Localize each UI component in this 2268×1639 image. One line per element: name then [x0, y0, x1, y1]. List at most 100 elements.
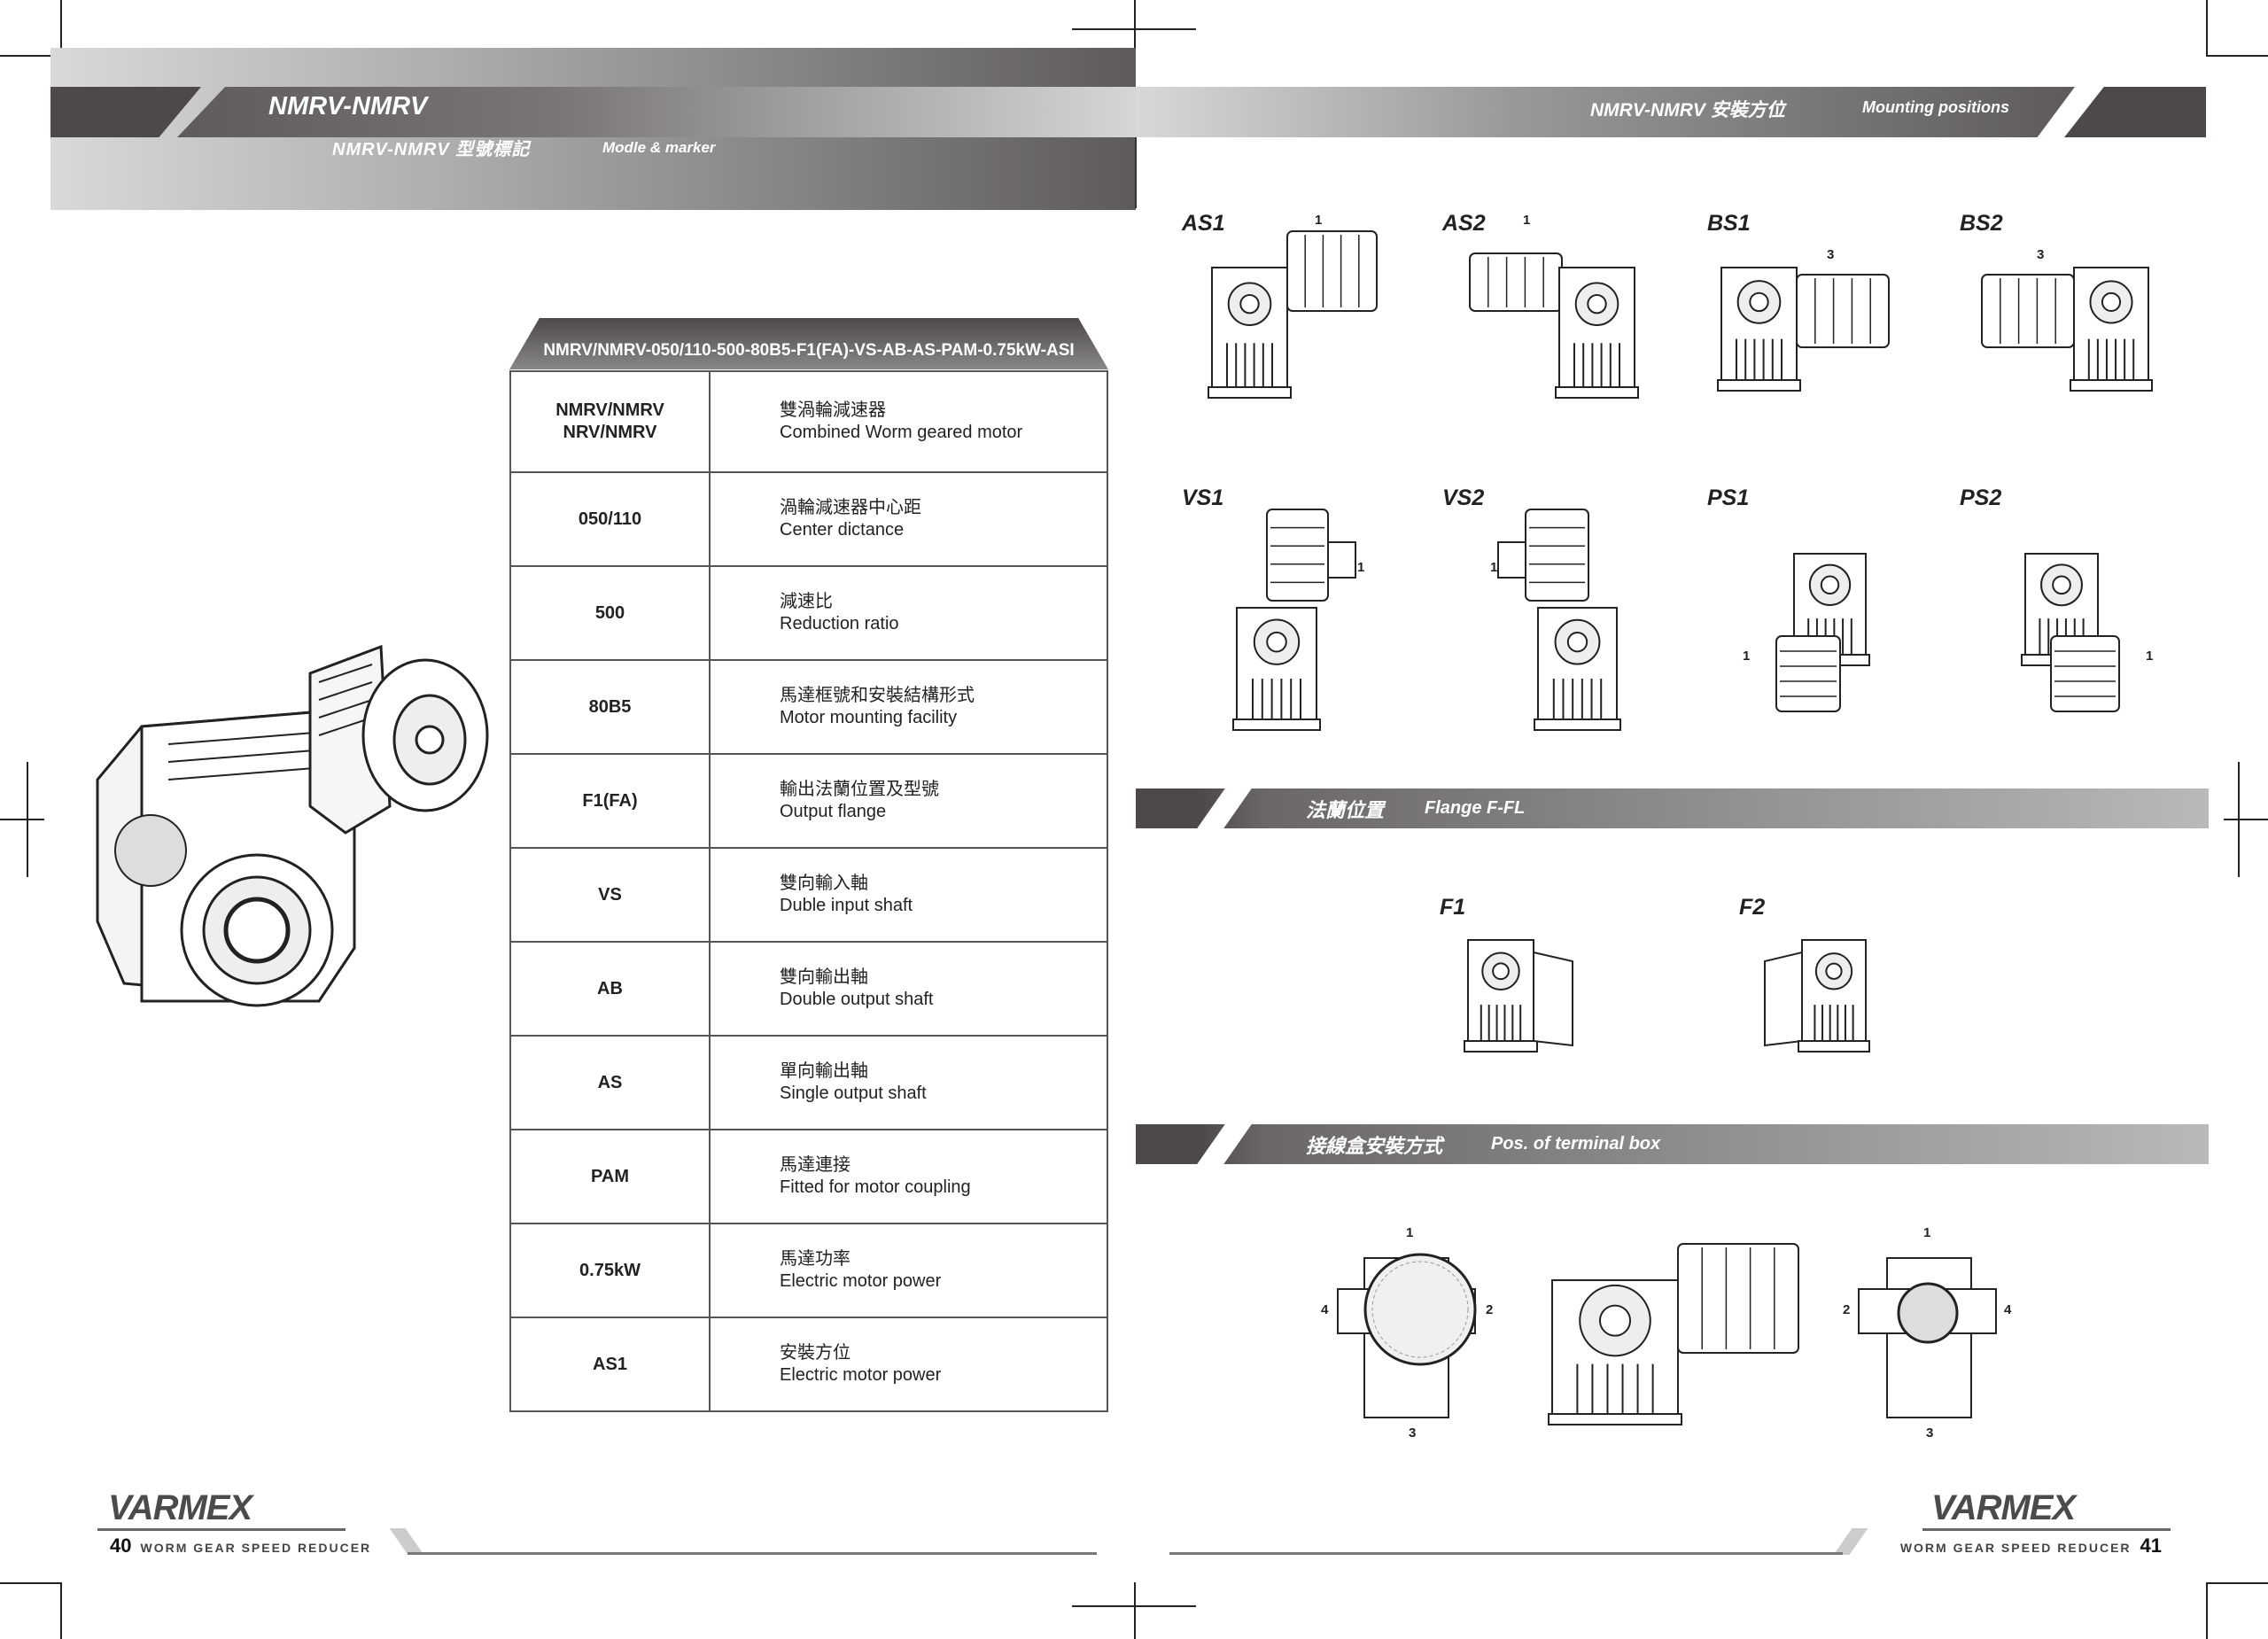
crop-mark — [0, 55, 62, 57]
spec-key: 80B5 — [509, 659, 711, 755]
spec-key: F1(FA) — [509, 753, 711, 849]
gearbox-drawing — [1798, 939, 1870, 1053]
motor-drawing — [1796, 274, 1890, 348]
terminal-mark: 2 — [1486, 1302, 1494, 1317]
mounting-title-en: Mounting positions — [1862, 98, 2009, 116]
mounting-label-ps2: PS2 — [1960, 485, 2002, 510]
terminal-position-mark: 3 — [2037, 247, 2045, 262]
footer-right: WORM GEAR SPEED REDUCER 41 — [1900, 1534, 2162, 1557]
spec-desc-en: Electric motor power — [780, 1365, 942, 1385]
crop-mark — [1134, 1582, 1136, 1639]
crop-mark — [0, 819, 44, 820]
crop-mark — [60, 0, 62, 57]
header-bar-right — [1136, 87, 2075, 137]
terminal-position-mark: 1 — [1357, 560, 1365, 575]
footer-line — [408, 1552, 1097, 1555]
crop-mark — [2206, 55, 2268, 57]
gearbox-drawing — [1717, 267, 1801, 392]
spec-desc: 輸出法蘭位置及型號 Output flange — [709, 753, 1108, 849]
terminal-box-side-view — [1858, 1257, 1997, 1418]
gearbox-drawing — [1464, 939, 1538, 1053]
terminal-mark: 2 — [1843, 1302, 1851, 1317]
spec-desc-en: Duble input shaft — [780, 896, 913, 915]
motor-drawing — [1286, 230, 1378, 312]
mounting-label-as1: AS1 — [1182, 211, 1225, 236]
spec-desc-cn: 馬達框號和安裝結構形式 — [780, 686, 975, 705]
motor-drawing — [1525, 509, 1589, 602]
spec-desc-en: Double output shaft — [780, 990, 934, 1009]
spec-desc: 雙渦輪減速器 Combined Worm geared motor — [709, 370, 1108, 473]
spec-desc-cn: 渦輪減速器中心距 — [780, 498, 921, 517]
section-title-cn: NMRV-NMRV 型號標記 — [332, 140, 531, 159]
crop-mark — [27, 762, 28, 877]
terminal-title-en: Pos. of terminal box — [1491, 1134, 1661, 1154]
motor-drawing — [1981, 274, 2075, 348]
mounting-label-as2: AS2 — [1442, 211, 1486, 236]
crop-mark — [0, 1582, 62, 1584]
gearbox-drawing — [1534, 607, 1621, 731]
spec-row: F1(FA) 輸出法蘭位置及型號 Output flange — [509, 753, 1108, 849]
terminal-position-mark: 1 — [1743, 649, 1751, 664]
spec-desc-en: Output flange — [780, 802, 887, 821]
footer-text: WORM GEAR SPEED REDUCER — [1899, 1541, 2132, 1555]
brand-logo: VARMEX — [108, 1488, 252, 1527]
spec-key: NMRV/NMRV NRV/NMRV — [509, 370, 711, 473]
spec-desc-en: Fitted for motor coupling — [780, 1177, 971, 1197]
mounting-drawings — [1208, 230, 2153, 1425]
footer-left: 40 WORM GEAR SPEED REDUCER — [110, 1534, 371, 1557]
flange-label-f2: F2 — [1739, 895, 1766, 920]
spec-desc-cn: 輸出法蘭位置及型號 — [780, 780, 939, 799]
footer-stripe — [1833, 1528, 1868, 1555]
terminal-mark: 1 — [1406, 1225, 1414, 1240]
crop-mark — [2224, 819, 2268, 820]
crop-mark — [2238, 762, 2240, 877]
terminal-position-mark: 1 — [1315, 213, 1323, 228]
footer-line — [1169, 1552, 1843, 1555]
spec-desc: 馬達框號和安裝結構形式 Motor mounting facility — [709, 659, 1108, 755]
gearbox-drawing — [1548, 1279, 1682, 1425]
spec-desc-en: Center dictance — [780, 520, 905, 540]
gearbox-drawing — [1555, 267, 1639, 399]
mounting-label-bs2: BS2 — [1960, 211, 2003, 236]
page-number: 40 — [110, 1534, 132, 1557]
page-number: 41 — [2140, 1534, 2162, 1557]
mounting-label-vs2: VS2 — [1442, 485, 1485, 510]
motor-drawing — [2050, 635, 2120, 712]
spec-desc-cn: 雙向輸出軸 — [780, 967, 868, 987]
terminal-title-cn: 接線盒安裝方式 — [1306, 1135, 1443, 1157]
spec-desc-cn: 馬達連接 — [780, 1155, 850, 1175]
spec-key: VS — [509, 847, 711, 943]
spec-desc-cn: 雙渦輪減速器 — [780, 400, 886, 420]
footer-rule — [1922, 1528, 2171, 1531]
terminal-box-front-view — [1337, 1253, 1477, 1418]
spec-row: NMRV/NMRV NRV/NMRV 雙渦輪減速器 Combined Worm g… — [509, 370, 1108, 473]
spec-desc: 雙向輸出軸 Double output shaft — [709, 941, 1108, 1037]
mounting-label-ps1: PS1 — [1707, 485, 1750, 510]
flange-drawing — [1764, 951, 1803, 1047]
flange-section-bar — [1136, 788, 2209, 828]
model-code-table: NMRV/NMRV NRV/NMRV 雙渦輪減速器 Combined Worm g… — [509, 370, 1108, 1412]
flange-label-f1: F1 — [1440, 895, 1466, 920]
footer-rule — [97, 1528, 346, 1531]
spec-key: AS — [509, 1035, 711, 1130]
terminal-mark: 3 — [1926, 1425, 1934, 1441]
spec-desc-en: Motor mounting facility — [780, 708, 958, 727]
motor-drawing — [1775, 635, 1841, 712]
spec-desc-en: Combined Worm geared motor — [780, 423, 1023, 442]
crop-mark — [2206, 1582, 2268, 1584]
spec-desc-cn: 減速比 — [780, 592, 833, 611]
terminal-position-mark: 3 — [1827, 247, 1835, 262]
spec-desc-en: Reduction ratio — [780, 614, 899, 633]
spec-desc: 渦輪減速器中心距 Center dictance — [709, 471, 1108, 567]
